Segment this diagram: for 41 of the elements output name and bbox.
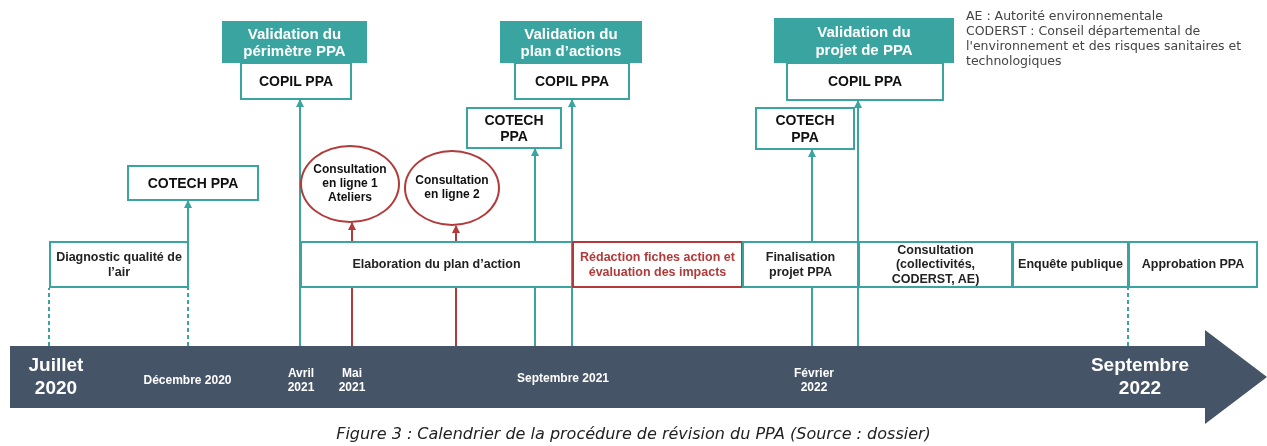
date-label: Mai 2021 — [328, 360, 376, 400]
phase-box: Elaboration du plan d’action — [300, 241, 573, 288]
date-label: Septembre 2022 — [1080, 352, 1200, 402]
phase-box: Rédaction fiches action et évaluation des impacts — [572, 241, 743, 288]
phase-box: Approbation PPA — [1128, 241, 1258, 288]
committee-box: COTECH PPA — [466, 107, 562, 149]
date-label: Septembre 2021 — [515, 358, 611, 398]
phase-box: Diagnostic qualité de l’air — [49, 241, 189, 288]
date-label: Février 2022 — [786, 360, 842, 400]
validation-header: Validation du projet de PPA — [774, 18, 954, 63]
figure-caption: Figure 3 : Calendrier de la procédure de révision du PPA (Source : dossier) — [335, 424, 932, 443]
connector-line — [48, 287, 50, 347]
phase-box: Consultation (collectivités, CODERST, AE) — [858, 241, 1013, 288]
abbreviation-note: AE : Autorité environnementale — [966, 8, 1164, 23]
committee-box: COPIL PPA — [514, 62, 630, 100]
validation-header: Validation du périmètre PPA — [222, 21, 367, 63]
consultation-circle: Consultation en ligne 1 Ateliers — [300, 145, 400, 223]
date-label: Décembre 2020 — [140, 360, 235, 400]
arrow — [452, 225, 460, 242]
committee-box: COPIL PPA — [240, 62, 352, 100]
arrow — [808, 149, 816, 242]
committee-box: COTECH PPA — [755, 107, 855, 150]
connector-line — [455, 287, 457, 347]
committee-box: COPIL PPA — [786, 62, 944, 101]
committee-box: COTECH PPA — [127, 165, 259, 201]
connector-line — [351, 287, 353, 347]
arrow — [184, 200, 192, 242]
date-label: Avril 2021 — [278, 360, 324, 400]
arrow — [348, 222, 356, 242]
connector-line — [534, 287, 536, 347]
consultation-circle: Consultation en ligne 2 — [404, 150, 500, 226]
arrow — [531, 148, 539, 242]
date-label: Juillet 2020 — [16, 352, 96, 402]
validation-header: Validation du plan d’actions — [500, 21, 642, 63]
abbreviation-note: CODERST : Conseil départemental de l'environnement et des risques sanitaires et technologiques — [966, 23, 1243, 68]
phase-box: Finalisation projet PPA — [742, 241, 859, 288]
connector-line — [811, 287, 813, 347]
arrow — [296, 99, 304, 347]
connector-line — [1127, 287, 1129, 347]
phase-box: Enquête publique — [1012, 241, 1129, 288]
connector-line — [187, 287, 189, 347]
